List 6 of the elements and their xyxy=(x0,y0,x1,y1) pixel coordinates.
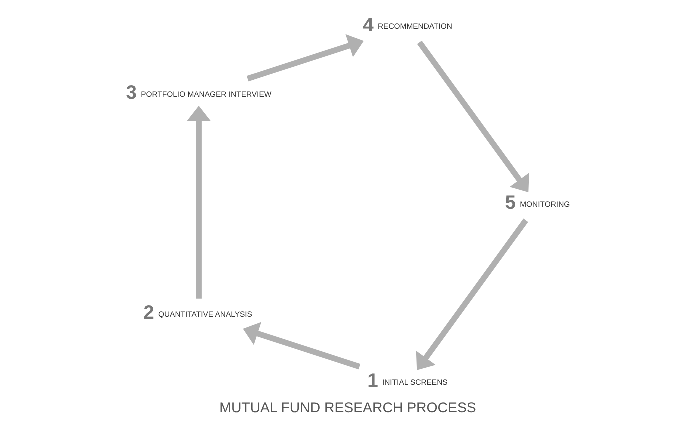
arrow xyxy=(186,106,211,299)
arrow xyxy=(416,40,529,192)
arrow xyxy=(242,322,360,370)
diagram-title: MUTUAL FUND RESEARCH PROCESS xyxy=(219,400,476,416)
arrow xyxy=(416,218,528,370)
arrow xyxy=(246,34,364,82)
